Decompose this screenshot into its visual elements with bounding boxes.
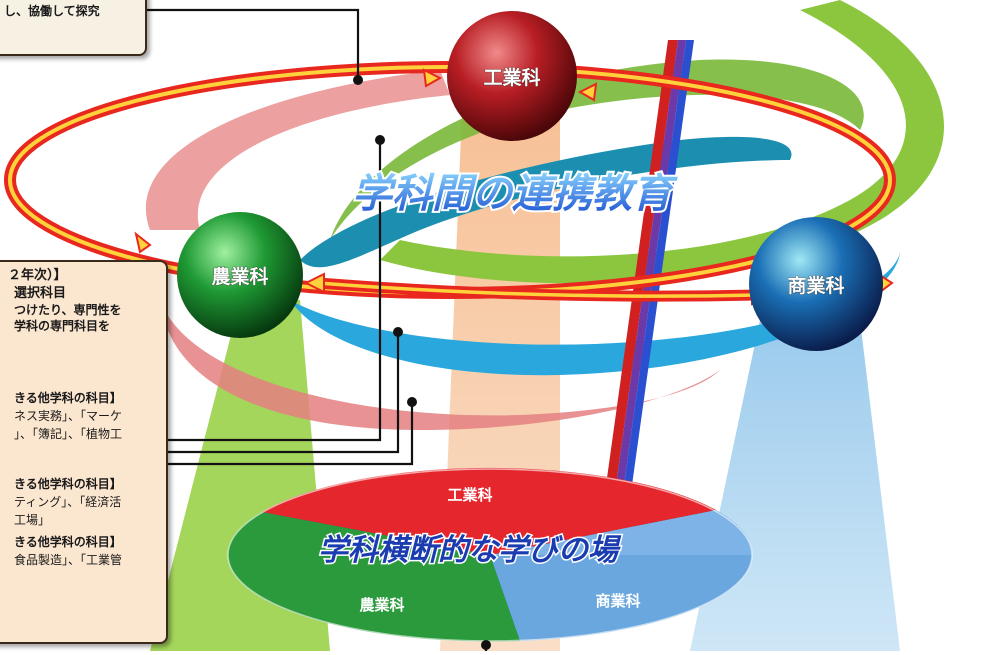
node-label-industry: 工業科 <box>483 66 540 89</box>
connector-dots <box>353 75 491 650</box>
orbit-arrow-left <box>134 231 152 254</box>
orbit-arrow-to-industry <box>422 68 443 88</box>
left-box-line: ネス実務」、「マーケ <box>14 409 123 423</box>
ellipse-segment-commerce-top <box>490 510 753 555</box>
swirl-teal-band <box>300 136 792 268</box>
connector-lines <box>140 8 488 651</box>
left-box-line: きる他学科の科目】 <box>14 391 122 405</box>
left-box-line: 学科の専門科目を <box>14 319 111 333</box>
center-title: 学科横断的な学びの場 <box>318 533 622 568</box>
ellipse-segment-industry <box>262 467 716 555</box>
ellipse-label-commerce: 商業科 <box>595 592 640 610</box>
left-box-heading: ２年次）】 <box>8 268 67 283</box>
node-agriculture[interactable]: 農業科 <box>177 212 303 338</box>
swirl-green-band <box>380 0 945 284</box>
node-industry[interactable]: 工業科 <box>447 11 577 141</box>
node-label-agriculture: 農業科 <box>211 265 268 288</box>
stripe-purple <box>600 40 686 600</box>
ellipse-label-agriculture: 農業科 <box>359 596 404 614</box>
swirl-blue-band <box>290 250 900 376</box>
stripe-red <box>590 40 678 600</box>
left-box-line: きる他学科の科目】 <box>14 477 122 491</box>
ellipse-segment-agriculture <box>227 512 520 642</box>
left-box-line: 食品製造」、「工業管 <box>14 553 123 567</box>
left-box-subheading: 選択科目 <box>14 286 67 301</box>
stripe-blue <box>608 40 694 600</box>
ellipse-label-industry: 工業科 <box>447 486 492 504</box>
node-label-commerce: 商業科 <box>787 274 844 297</box>
swirl-pink-band-upper <box>145 70 451 230</box>
swirl-green-inner <box>330 59 864 240</box>
left-text-box: ２年次）】 選択科目 つけたり、専門性を 学科の専門科目を きる他学科の科目】 … <box>0 260 168 644</box>
bottom-ellipse: 工業科 農業科 商業科 学科横断的な学びの場 <box>227 467 753 642</box>
left-box-line: きる他学科の科目】 <box>14 535 122 549</box>
orbit-arrow-from-commerce <box>577 82 598 102</box>
left-box-line: ティング」、「経済活 <box>14 495 122 509</box>
swirl-pink-band-lower <box>160 300 720 430</box>
main-title: 学科間の連携教育 <box>352 171 678 217</box>
node-commerce[interactable]: 商業科 <box>749 217 883 351</box>
left-box-line: 」、「簿記」、「植物工 <box>14 427 123 441</box>
left-box-line: 工場」 <box>14 513 51 527</box>
top-box-line: し、協働して探究 <box>4 4 100 18</box>
beam-blue-right <box>690 320 900 651</box>
top-text-box: し、協働して探究 <box>0 0 147 56</box>
left-box-line: つけたり、専門性を <box>14 303 122 317</box>
ellipse-segment-commerce <box>490 555 753 641</box>
